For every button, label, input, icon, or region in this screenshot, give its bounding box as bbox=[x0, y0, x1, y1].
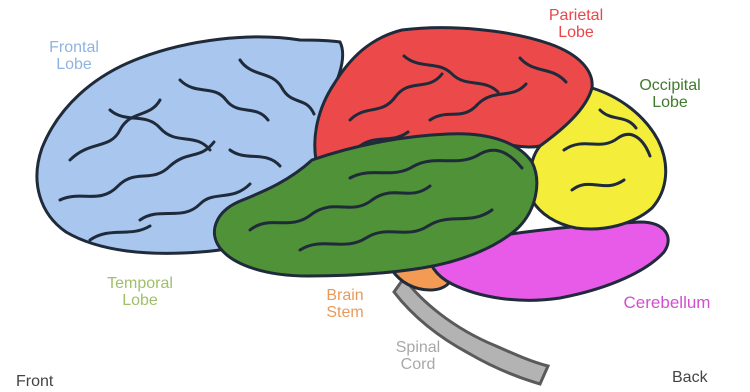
brain-stem-label-line-2: Stem bbox=[312, 305, 378, 322]
parietal-label-line-1: Parietal bbox=[528, 8, 624, 25]
front-direction-label: Front bbox=[16, 374, 53, 391]
spinal-cord-label: Spinal Cord bbox=[378, 340, 458, 374]
brain-stem-label: Brain Stem bbox=[312, 288, 378, 322]
frontal-label-line-1: Frontal bbox=[32, 40, 116, 57]
occipital-label-line-1: Occipital bbox=[622, 78, 718, 95]
temporal-label-line-1: Temporal bbox=[86, 276, 194, 293]
occipital-lobe-label: Occipital Lobe bbox=[622, 78, 718, 112]
parietal-label-line-2: Lobe bbox=[528, 25, 624, 42]
parietal-lobe-label: Parietal Lobe bbox=[528, 8, 624, 42]
temporal-label-line-2: Lobe bbox=[86, 293, 194, 310]
spinal-cord-label-line-1: Spinal bbox=[378, 340, 458, 357]
cerebellum-label-text: Cerebellum bbox=[582, 294, 750, 312]
frontal-lobe-label: Frontal Lobe bbox=[32, 40, 116, 74]
back-direction-label: Back bbox=[672, 370, 708, 387]
frontal-label-line-2: Lobe bbox=[32, 57, 116, 74]
occipital-label-line-2: Lobe bbox=[622, 95, 718, 112]
spinal-cord-label-line-2: Cord bbox=[378, 357, 458, 374]
temporal-lobe-label: Temporal Lobe bbox=[86, 276, 194, 310]
cerebellum-label: Cerebellum bbox=[582, 294, 750, 312]
brain-stem-label-line-1: Brain bbox=[312, 288, 378, 305]
